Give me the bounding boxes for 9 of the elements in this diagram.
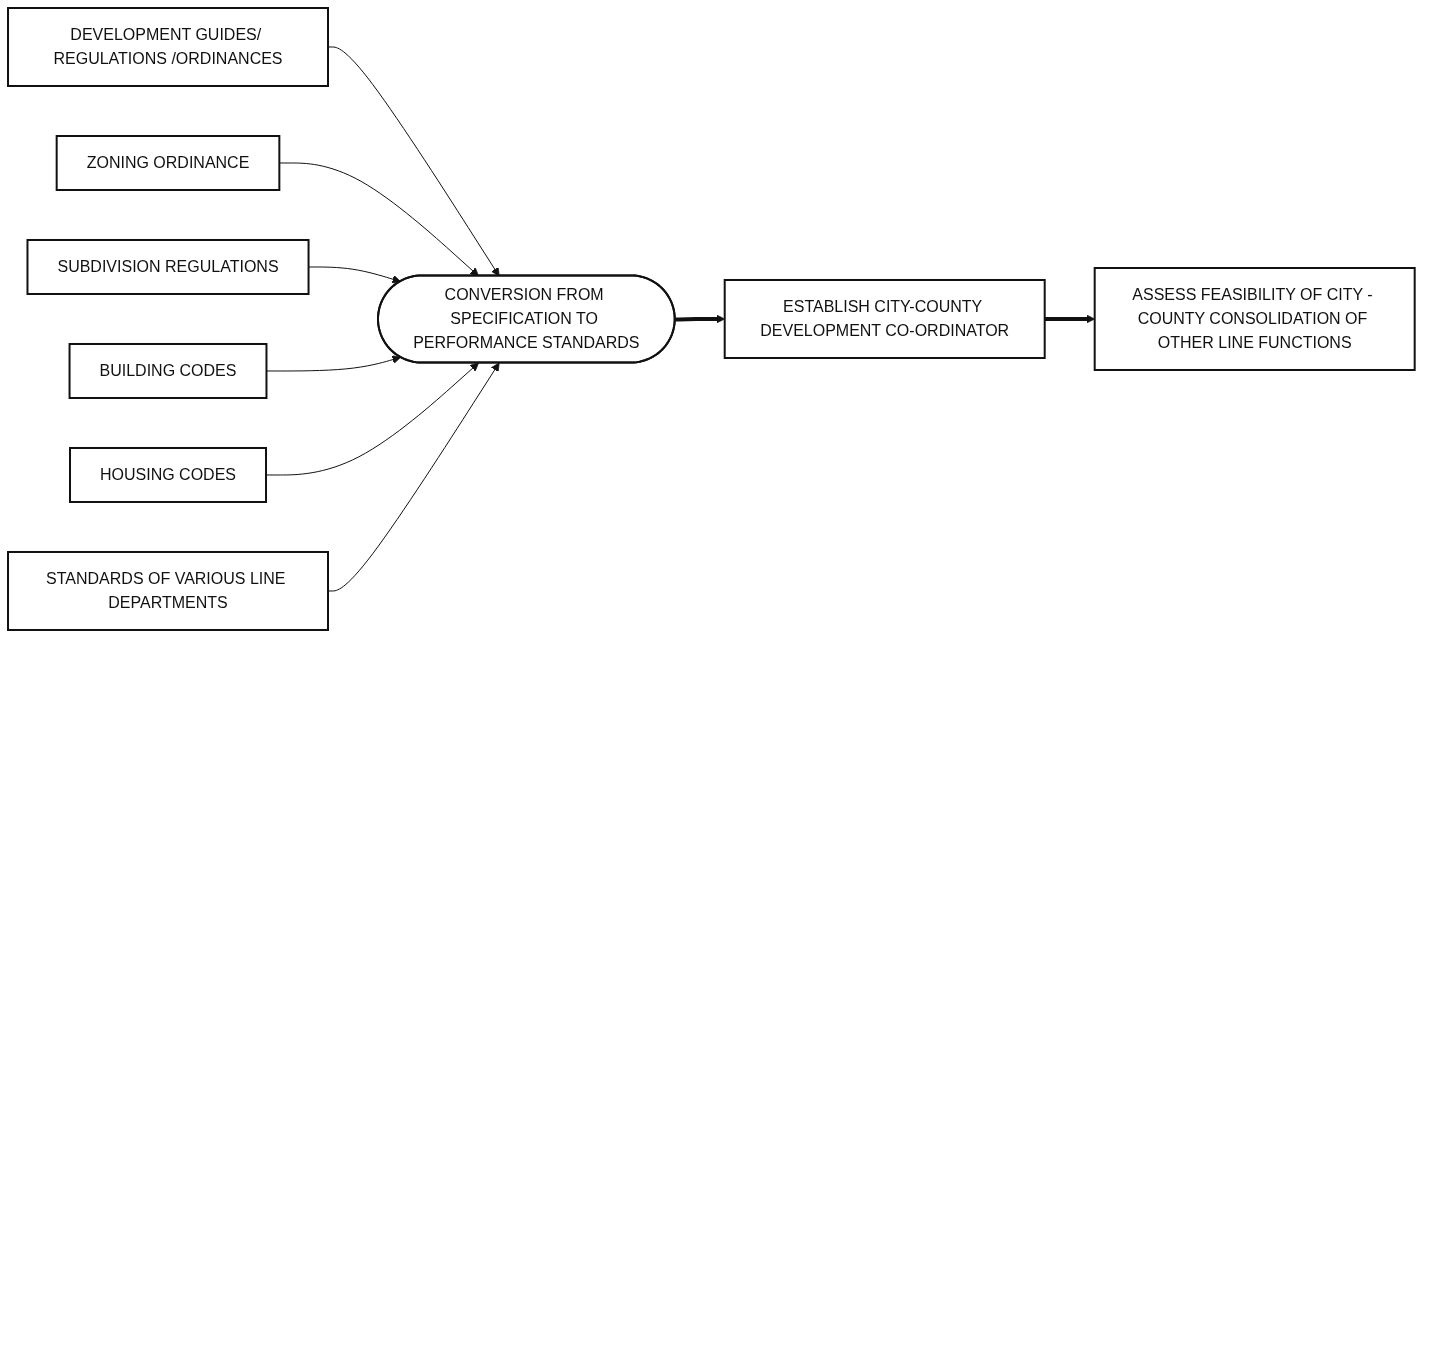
node-box: STANDARDS OF VARIOUS LINE DEPARTMENTS — [7, 551, 329, 631]
node-box: SUBDIVISION REGULATIONS — [26, 239, 310, 295]
node-box: BUILDING CODES — [68, 343, 268, 399]
node-box: ESTABLISH CITY-COUNTY DEVELOPMENT CO-ORDINATOR — [723, 279, 1046, 359]
node-box: HOUSING CODES — [69, 447, 267, 503]
node-box: ASSESS FEASIBILITY OF CITY - COUNTY CONSOLIDATION OF OTHER LINE FUNCTIONS — [1093, 267, 1416, 371]
node-box: ZONING ORDINANCE — [55, 135, 281, 191]
arrow — [308, 266, 401, 284]
node-box: DEVELOPMENT GUIDES/ REGULATIONS /ORDINANCES — [7, 7, 329, 87]
